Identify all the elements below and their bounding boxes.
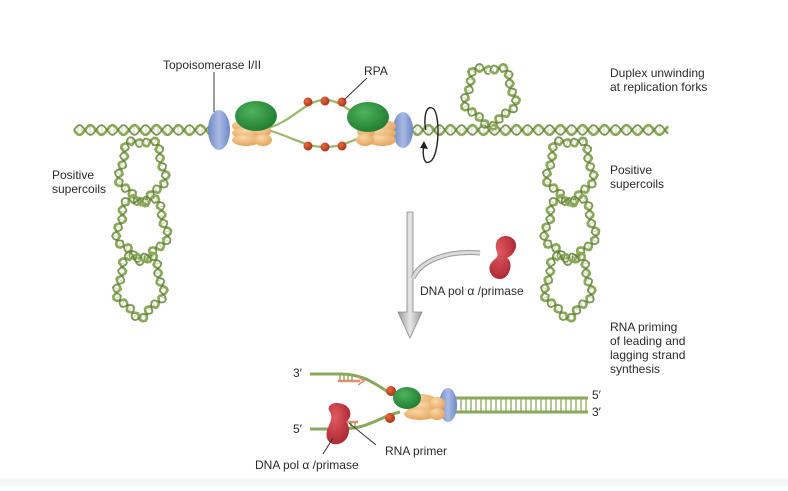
supercoil-loop-top <box>461 64 520 130</box>
rpa-beads <box>304 97 347 152</box>
process-arrow <box>398 212 480 338</box>
leader-rpa <box>344 78 367 100</box>
page-bottom-strip <box>0 478 788 486</box>
dna-pol-primase-top <box>489 236 516 279</box>
rpa-bead <box>385 413 395 423</box>
label-duplex-unwinding: Duplex unwinding at replication forks <box>610 66 707 94</box>
label-dna-pol-primase-bottom: DNA pol α /primase <box>255 458 359 472</box>
topoisomerase-left <box>208 110 230 150</box>
duplex-base-pairs <box>456 399 586 411</box>
label-rpa: RPA <box>364 64 388 78</box>
replication-fork-primed <box>310 374 588 454</box>
dna-helix-left <box>74 125 210 135</box>
label-positive-supercoils-right: Positive supercoils <box>610 163 664 191</box>
topoisomerase-right <box>393 112 413 148</box>
rpa-bead <box>304 98 313 107</box>
positive-supercoil-left <box>112 137 171 321</box>
positive-supercoil-right <box>540 137 599 321</box>
label-5prime-right: 5′ <box>592 388 601 402</box>
label-positive-supercoils-left: Positive supercoils <box>52 168 106 196</box>
label-dna-pol-primase-top: DNA pol α /primase <box>420 284 524 298</box>
helicase-bottom <box>393 387 421 409</box>
replisome-left <box>208 101 277 150</box>
label-topoisomerase: Topoisomerase I/II <box>163 58 261 72</box>
rpa-bead <box>304 142 313 151</box>
helicase-left <box>235 101 277 131</box>
replisome-right <box>347 102 413 148</box>
rpa-bead <box>338 142 347 151</box>
rpa-bead <box>321 97 330 106</box>
label-rna-primer: RNA primer <box>385 444 447 458</box>
rpa-bead <box>321 143 330 152</box>
label-3prime-top: 3′ <box>293 366 302 380</box>
label-5prime-bottom: 5′ <box>293 422 302 436</box>
leader-dna-pol-bottom <box>323 438 333 454</box>
helicase-right <box>347 102 389 132</box>
dna-helix-right <box>412 125 668 135</box>
label-rna-priming: RNA priming of leading and lagging stran… <box>610 320 685 376</box>
label-3prime-right: 3′ <box>592 405 601 419</box>
template-strand-top <box>310 374 400 398</box>
dna-pol-primase-bottom <box>326 403 350 444</box>
